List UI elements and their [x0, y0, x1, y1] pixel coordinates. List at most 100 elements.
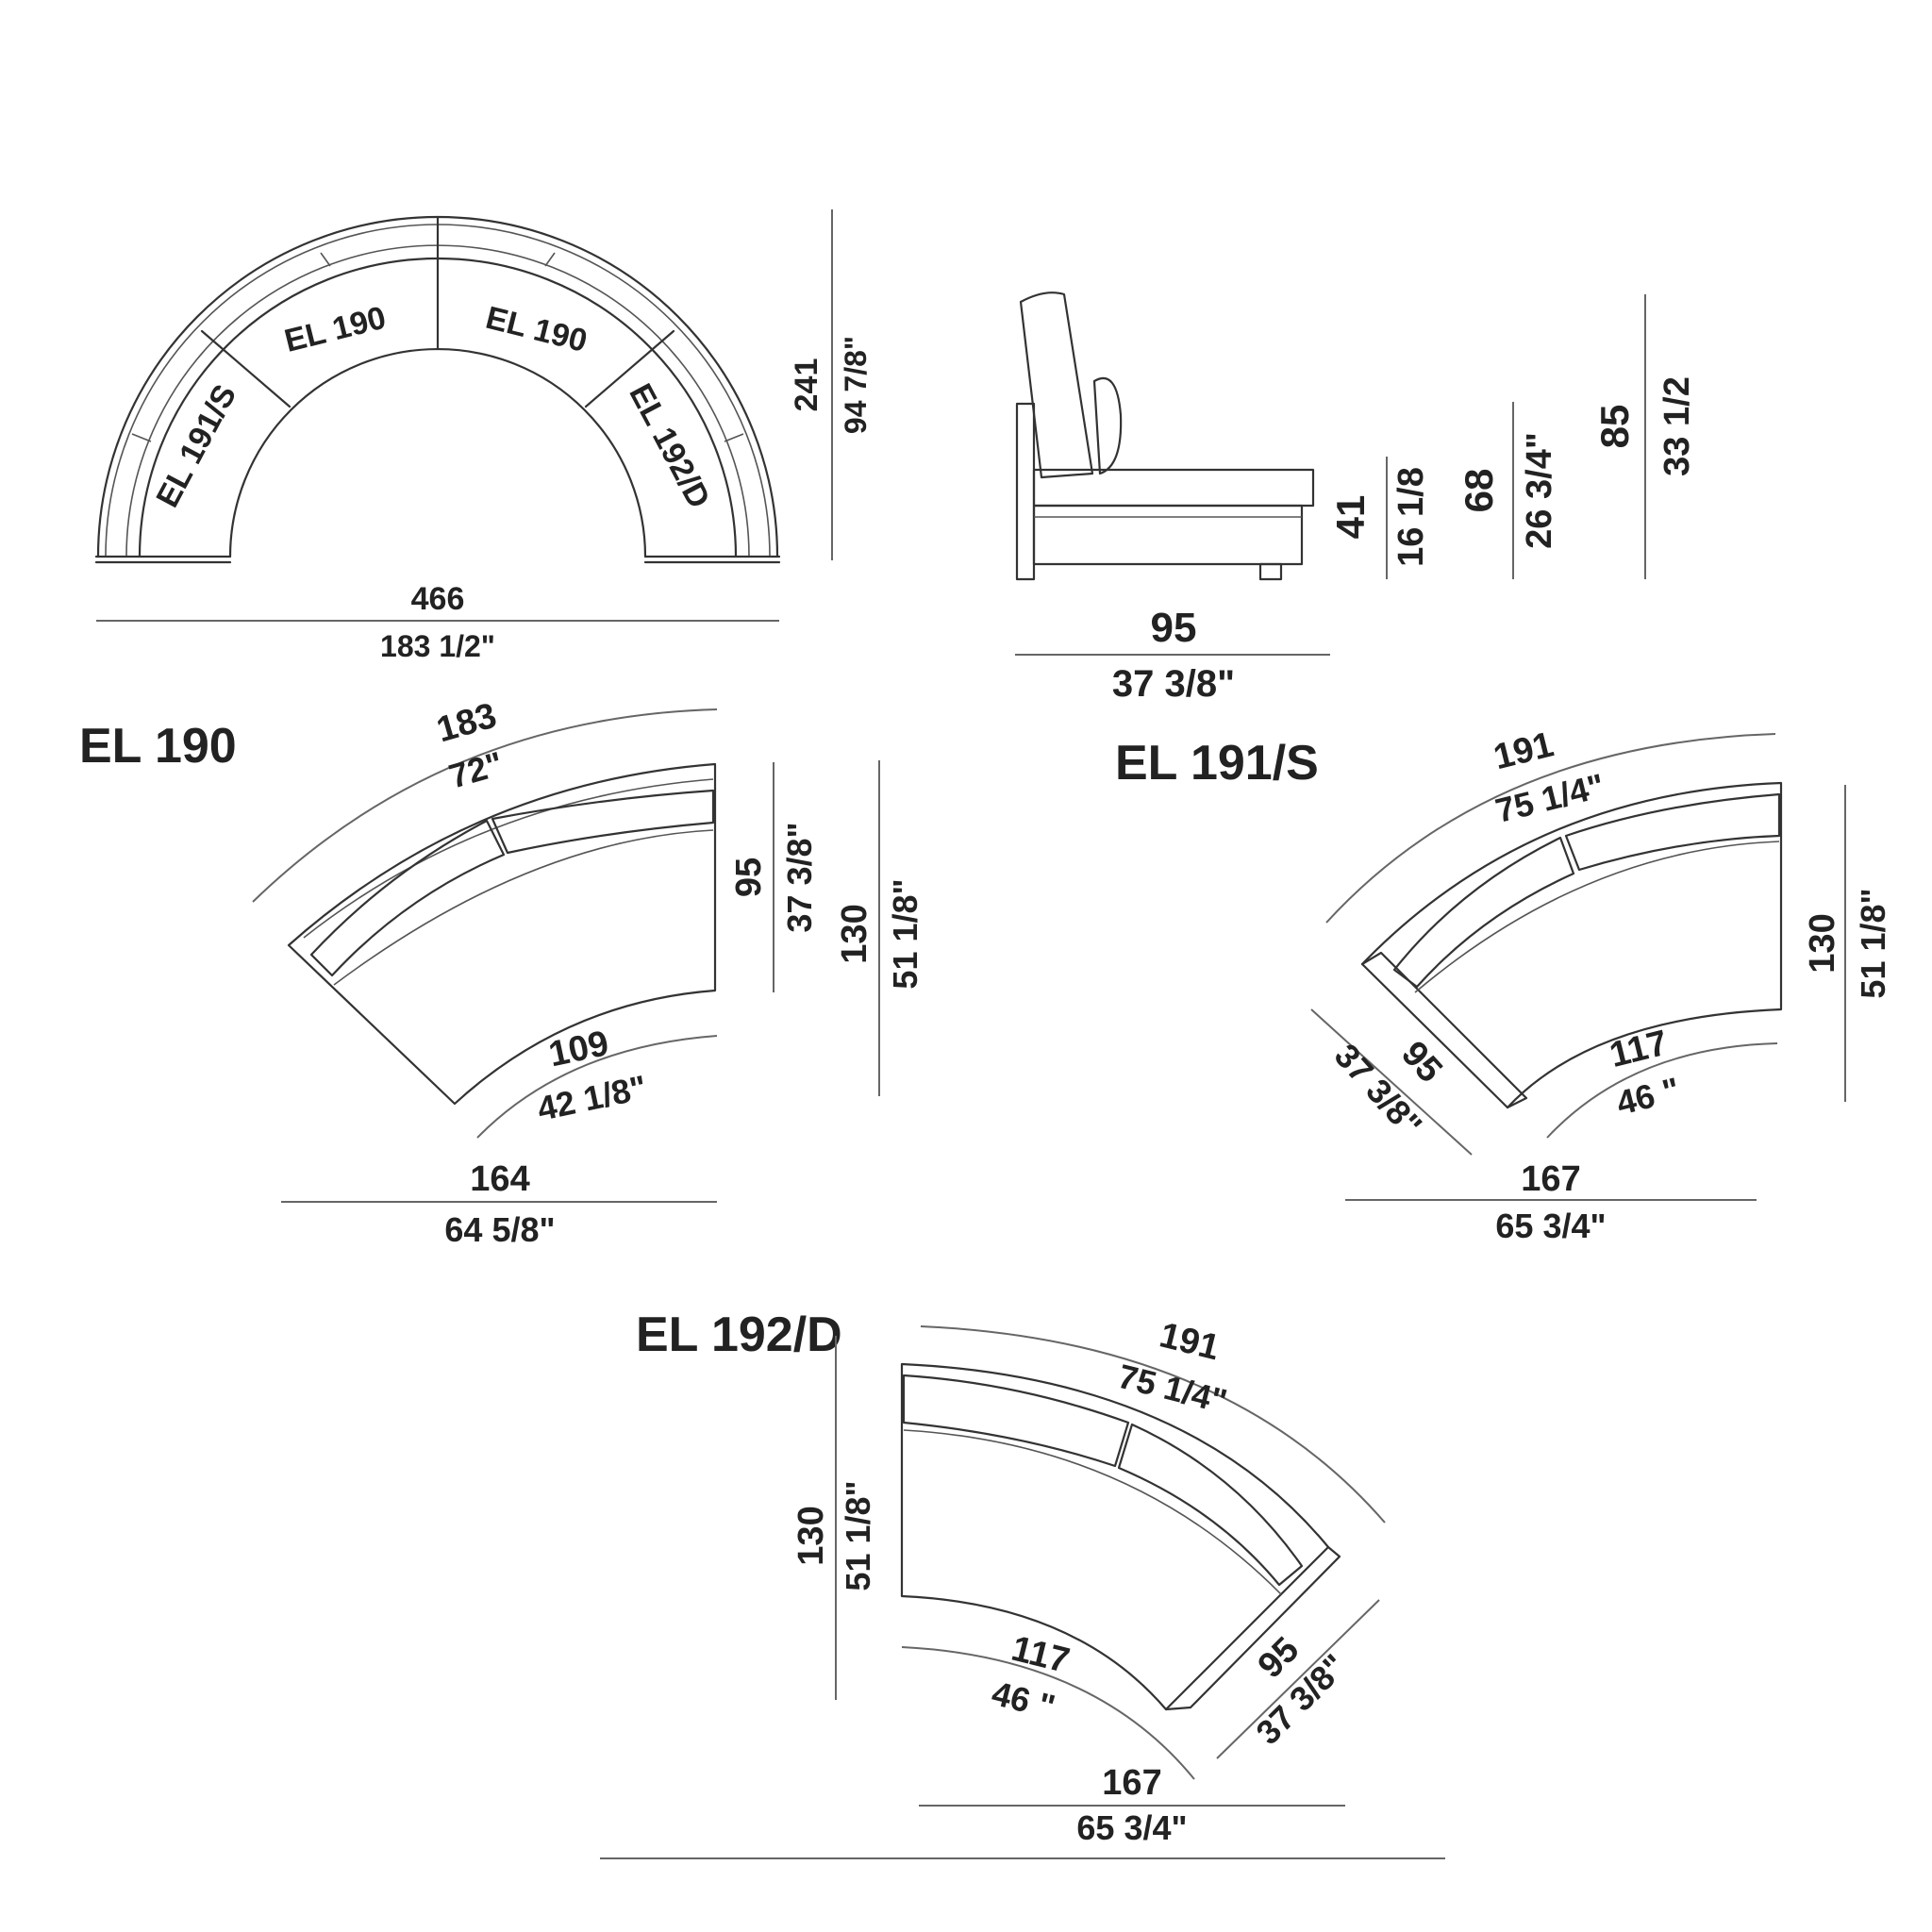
- el190-plan: [287, 762, 717, 1106]
- side-back-cushion: [1092, 376, 1123, 475]
- el190-width-dimension: 164 64 5/8": [281, 1159, 717, 1249]
- el192d-outer-cm: 191: [1156, 1315, 1224, 1368]
- el190-back-cushion-left: [309, 819, 506, 977]
- side-back-height-dimension: 85 33 1/2: [1592, 294, 1697, 579]
- el192d-side-dimension: 95 37 3/8": [1216, 1599, 1380, 1759]
- side-backrest: [1019, 291, 1094, 479]
- el190-back-outer: [303, 778, 714, 939]
- el190-outer-cm: 183: [432, 696, 501, 751]
- overall-label-el191s: EL 191/S: [149, 379, 243, 513]
- el191s-height-dimension: 130 51 1/8": [1803, 785, 1892, 1102]
- el191s-side-dimension: 95 37 3/8": [1310, 1008, 1473, 1156]
- el192d-back-cushion-right: [1117, 1423, 1304, 1587]
- overall-label-el190a: EL 190: [281, 300, 390, 359]
- el191s-title: EL 191/S: [1115, 736, 1319, 791]
- el190-title: EL 190: [79, 719, 237, 774]
- el190-outline: [287, 762, 717, 1106]
- el190-inner-cm: 109: [545, 1024, 612, 1074]
- overall-arm-right: [724, 433, 744, 442]
- el192d-arm-outer: [1164, 1545, 1341, 1711]
- overall-width-in: 183 1/2": [380, 629, 495, 663]
- side-seat-height-in: 16 1/8: [1391, 467, 1431, 567]
- overall-cushion-1: [320, 252, 331, 267]
- el192d-width-cm: 167: [1102, 1763, 1161, 1803]
- el192d-inner-arc: [901, 1646, 1195, 1780]
- el190-depth-dimension: 95 37 3/8": [729, 762, 819, 992]
- el190-outer-arc: [252, 708, 718, 903]
- el191s-inner-dimension: 117 46 ": [1546, 1024, 1778, 1139]
- el191s-back-cushion-right: [1564, 792, 1781, 872]
- side-depth-in: 37 3/8": [1112, 663, 1235, 705]
- el191s-height-cm: 130: [1803, 913, 1842, 973]
- side-depth-dimension: 95 37 3/8": [1015, 605, 1330, 705]
- overall-depth-in: 94 7/8": [839, 336, 873, 434]
- side-seat-height-cm: 41: [1328, 495, 1373, 540]
- overall-divider-1: [200, 329, 291, 408]
- el192d-outer-dimension: 191 75 1/4": [920, 1315, 1386, 1524]
- overall-depth-cm: 241: [789, 358, 824, 412]
- el192d-back-cushion-left: [902, 1374, 1130, 1468]
- el191s-width-in: 65 3/4": [1495, 1207, 1606, 1245]
- overall-divider-3: [584, 329, 675, 408]
- el191s-arm-outer: [1360, 951, 1528, 1109]
- el191s-outline: [1360, 781, 1783, 1109]
- el192d-side-line: [1216, 1599, 1380, 1759]
- overall-width-cm: 466: [411, 581, 465, 617]
- side-base: [1032, 504, 1304, 566]
- el191s-outer-in: 75 1/4": [1491, 766, 1608, 830]
- el191s-back-inner: [1414, 841, 1780, 993]
- side-view: [1015, 291, 1315, 581]
- el191s-inner-arc: [1546, 1042, 1778, 1139]
- el192d-outer-arc: [920, 1325, 1386, 1524]
- el192d-inner-dimension: 117 46 ": [901, 1629, 1195, 1780]
- overall-depth-dimension: 241 94 7/8": [789, 209, 873, 560]
- el190-inner-dimension: 109 42 1/8": [476, 1024, 718, 1139]
- side-back-height-cm: 85: [1592, 405, 1637, 449]
- el192d-plan: [900, 1362, 1341, 1711]
- side-arm-height-in: 26 3/4": [1520, 432, 1559, 549]
- el191s-side-line: [1310, 1008, 1473, 1156]
- el191s-inner-in: 46 ": [1612, 1070, 1683, 1123]
- el190-outer-in: 72": [444, 743, 507, 795]
- overall-inner-arc: [228, 347, 647, 558]
- side-arm-height-dimension: 68 26 3/4": [1457, 402, 1559, 579]
- el190-inner-in: 42 1/8": [534, 1068, 650, 1128]
- el191s-height-in: 51 1/8": [1854, 888, 1892, 998]
- overall-arm-left: [131, 433, 152, 442]
- overall-cushion-2: [544, 252, 556, 267]
- el190-height-cm: 130: [835, 904, 874, 963]
- el190-outer-dimension: 183 72": [252, 696, 718, 903]
- el190-width-cm: 164: [470, 1159, 529, 1199]
- overall-label-el190b: EL 190: [482, 300, 591, 359]
- side-arm-post: [1015, 402, 1036, 581]
- el192d-height-in: 51 1/8": [839, 1480, 877, 1591]
- side-back-height-in: 33 1/2: [1657, 376, 1697, 476]
- el191s-back-cushion-left: [1392, 836, 1575, 989]
- side-depth-cm: 95: [1151, 605, 1197, 651]
- el192d-title: EL 192/D: [636, 1307, 842, 1362]
- side-arm-height-cm: 68: [1457, 469, 1501, 513]
- el190-back-cushion-right: [491, 789, 715, 855]
- el192d-height-dimension: 130 51 1/8": [791, 1336, 877, 1700]
- el191s-outer-arc: [1325, 733, 1776, 924]
- el191s-width-dimension: 167 65 3/4": [1345, 1159, 1757, 1245]
- overall-plan: EL 191/S EL 190 EL 190 EL 192/D: [94, 215, 781, 564]
- overall-width-dimension: 466 183 1/2": [96, 581, 779, 663]
- el190-height-dimension: 130 51 1/8": [835, 760, 924, 1096]
- el191s-inner-cm: 117: [1606, 1024, 1672, 1076]
- el191s-outer-cm: 191: [1490, 724, 1557, 777]
- side-seat-height-dimension: 41 16 1/8: [1328, 457, 1431, 579]
- el190-depth-cm: 95: [729, 858, 769, 897]
- el192d-inner-cm: 117: [1008, 1629, 1074, 1682]
- el191s-width-cm: 167: [1521, 1159, 1580, 1199]
- el192d-height-cm: 130: [791, 1506, 831, 1565]
- el191s-outer-dimension: 191 75 1/4": [1325, 724, 1776, 924]
- overall-base-right: [643, 555, 781, 564]
- el192d-back-inner: [903, 1429, 1282, 1595]
- el190-inner-arc: [476, 1035, 718, 1139]
- el190-depth-in: 37 3/8": [780, 822, 819, 932]
- overall-base-left: [94, 555, 232, 564]
- el192d-width-in: 65 3/4": [1076, 1808, 1187, 1847]
- el190-back-inner: [333, 829, 714, 986]
